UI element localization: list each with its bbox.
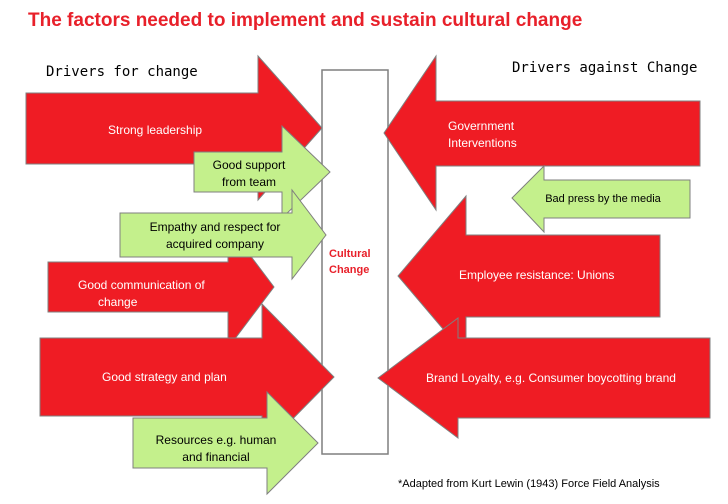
center-label-cultural-change: Cultural Change [329, 248, 371, 276]
arrow-resources [132, 390, 319, 496]
footnote: *Adapted from Kurt Lewin (1943) Force Fi… [398, 478, 660, 490]
label-resources: Resources e.g. human and financial [155, 433, 277, 464]
label-strong-leadership: Strong leadership [108, 123, 203, 137]
arrow-brand-loyalty [377, 317, 711, 439]
arrow-empathy-respect [119, 188, 327, 281]
label-government-interventions: Government Interventions [448, 119, 517, 150]
label-good-communication: Good communication of change [78, 278, 205, 309]
label-employee-resistance: Employee resistance: Unions [459, 268, 615, 282]
arrow-good-strategy [39, 302, 335, 452]
label-bad-press: Bad press by the media [545, 193, 661, 205]
label-good-support: Good support from team [212, 158, 286, 189]
label-brand-loyalty: Brand Loyalty, e.g. Consumer boycotting … [426, 371, 676, 385]
drivers-for-label: Drivers for change [46, 64, 198, 80]
page-title: The factors needed to implement and sust… [28, 10, 583, 31]
arrow-employee-resistance [397, 194, 661, 358]
arrow-bad-press [511, 164, 691, 234]
drivers-against-label: Drivers against Change [512, 60, 698, 76]
label-empathy-respect: Empathy and respect for acquired company [149, 220, 281, 251]
central-column [321, 69, 389, 455]
label-good-strategy: Good strategy and plan [102, 370, 227, 384]
arrow-government-interventions [383, 54, 701, 212]
